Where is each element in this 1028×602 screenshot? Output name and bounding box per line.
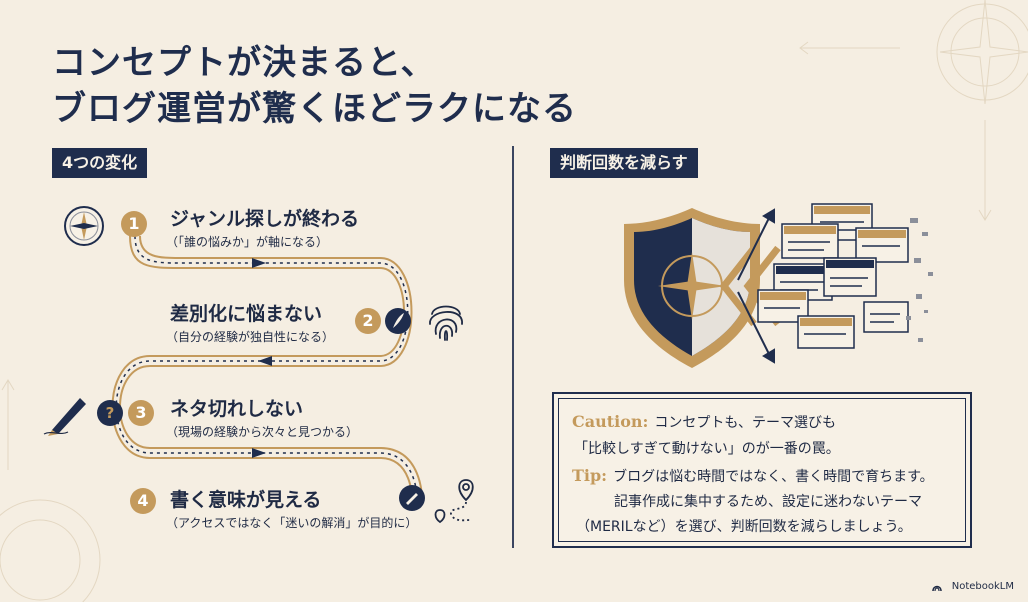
question-badge-icon: ? [97, 400, 123, 426]
quill-badge-icon [385, 308, 411, 334]
fountain-pen-icon [43, 398, 86, 436]
step-4-subtitle: （アクセスではなく「迷いの解消」が目的に） [166, 516, 418, 530]
step-4-title: 書く意味が見える [170, 489, 322, 511]
step-1-number: 1 [121, 211, 147, 237]
fingerprint-icon [429, 305, 463, 341]
step-3-title: ネタ切れしない [170, 398, 304, 420]
caution-tip-callout: Caution: コンセプトも、テーマ選びも 「比較しすぎて動けない」のが一番の罠… [552, 392, 972, 548]
map-route-icon [434, 479, 474, 524]
step-2-number: 2 [355, 308, 381, 334]
panel-divider [512, 146, 514, 548]
caution-label: Caution: [572, 412, 649, 431]
right-panel-tag: 判断回数を減らす [550, 148, 698, 178]
tip-text-3: （MERILなど）を選び、判断回数を減らしましょう。 [576, 519, 912, 535]
notebooklm-logo-icon [932, 585, 942, 591]
tip-line-1: Tip: ブログは悩む時間ではなく、書く時間で育ちます。 [572, 466, 934, 486]
compass-icon [64, 206, 104, 246]
title-line-1: コンセプトが決まると、 [52, 43, 436, 83]
tip-text-1: ブログは悩む時間ではなく、書く時間で育ちます。 [613, 469, 934, 485]
page-title: コンセプトが決まると、 ブログ運営が驚くほどラクになる [52, 40, 577, 132]
title-line-2: ブログ運営が驚くほどラクになる [52, 89, 577, 129]
left-panel-tag: 4つの変化 [52, 148, 148, 178]
step-4-number: 4 [130, 488, 156, 514]
callout-inner-border [558, 398, 966, 542]
shield-deflecting-messages-illustration [624, 203, 933, 368]
step-2-subtitle: （自分の経験が独自性になる） [166, 330, 335, 344]
step-3-number: 3 [128, 400, 154, 426]
brand-label: NotebookLM [951, 581, 1014, 592]
step-3-subtitle: （現場の経験から次々と見つかる） [166, 425, 359, 439]
caution-text-1: コンセプトも、テーマ選びも [654, 415, 837, 431]
step-2-title: 差別化に悩まない [170, 303, 323, 325]
pen-badge-icon [399, 485, 425, 511]
step-1-subtitle: （「誰の悩みか」が軸になる） [166, 235, 329, 249]
caution-line-1: Caution: コンセプトも、テーマ選びも [572, 412, 836, 432]
svg-text:?: ? [106, 404, 115, 422]
caution-text-2: 「比較しすぎて動けない」のが一番の罠。 [574, 441, 840, 457]
tip-label: Tip: [572, 466, 608, 485]
tip-text-2: 記事作成に集中するため、設定に迷わないテーマ [614, 494, 922, 510]
step-1-title: ジャンル探しが終わる [170, 208, 360, 230]
